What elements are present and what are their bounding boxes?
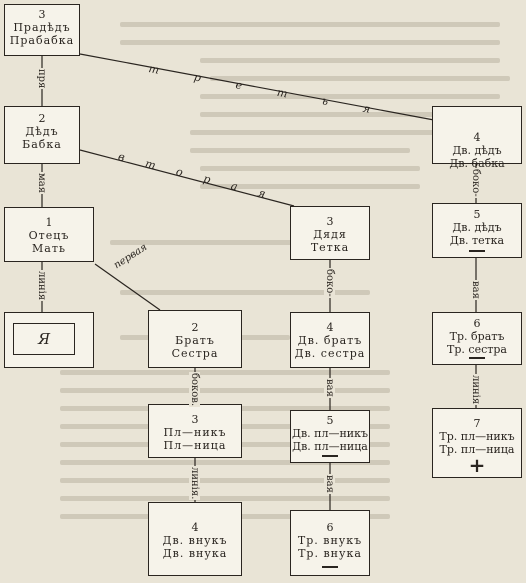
- label-vaya1: вая: [324, 378, 335, 398]
- label-boko2: боко-: [470, 168, 481, 198]
- dash-mark: [322, 566, 338, 568]
- label-pr: пря: [36, 68, 47, 90]
- box-dyadya: 3 Дядя Тетка: [290, 206, 370, 260]
- label-liniya3: линія: [470, 374, 481, 406]
- box-dv-brat: 4 Дв. братъ Дв. сестра: [290, 312, 370, 368]
- box-tr-plnik: 7 Тр. пл—никъ Тр. пл—ница +: [432, 408, 522, 478]
- label-boko1: боко-: [324, 268, 335, 298]
- box-pradedo: 3 Прадѣдъ Прабабка: [4, 4, 80, 56]
- label-maya: мая: [36, 172, 47, 195]
- box-dv-ded-5: 5 Дв. дѣдъ Дв. тетка: [432, 203, 522, 258]
- dash-mark: [469, 357, 485, 359]
- box-dv-plnik: 5 Дв. пл—никъ Дв. пл—ница: [290, 410, 370, 463]
- box-tr-brat: 6 Тр. братъ Тр. сестра: [432, 312, 522, 365]
- box-ded: 2 Дѣдъ Бабка: [4, 106, 80, 164]
- label-liniya2: линія.: [189, 466, 200, 501]
- dash-mark: [322, 455, 338, 457]
- box-brat: 2 Братъ Сестра: [148, 310, 242, 368]
- box-plnik: 3 Пл—никъ Пл—ница: [148, 404, 242, 458]
- label-liniya: линія: [36, 270, 47, 302]
- label-vaya2: вая: [324, 474, 335, 494]
- ya-frame: Я: [13, 323, 75, 355]
- box-dv-vnuk: 4 Дв. внукъ Дв. внука: [148, 502, 242, 576]
- box-tr-vnuk: 6 Тр. внукъ Тр. внука: [290, 510, 370, 576]
- plus-mark: +: [468, 453, 486, 477]
- label-bokov: боков.: [189, 372, 200, 408]
- dash-mark: [469, 250, 485, 252]
- box-ya: Я: [4, 312, 94, 368]
- box-dv-ded-4: 4 Дв. дѣдъ Дв. бабка: [432, 106, 522, 170]
- label-vaya3: вая: [470, 280, 481, 300]
- box-otets: 1 Отецъ Мать: [4, 207, 94, 262]
